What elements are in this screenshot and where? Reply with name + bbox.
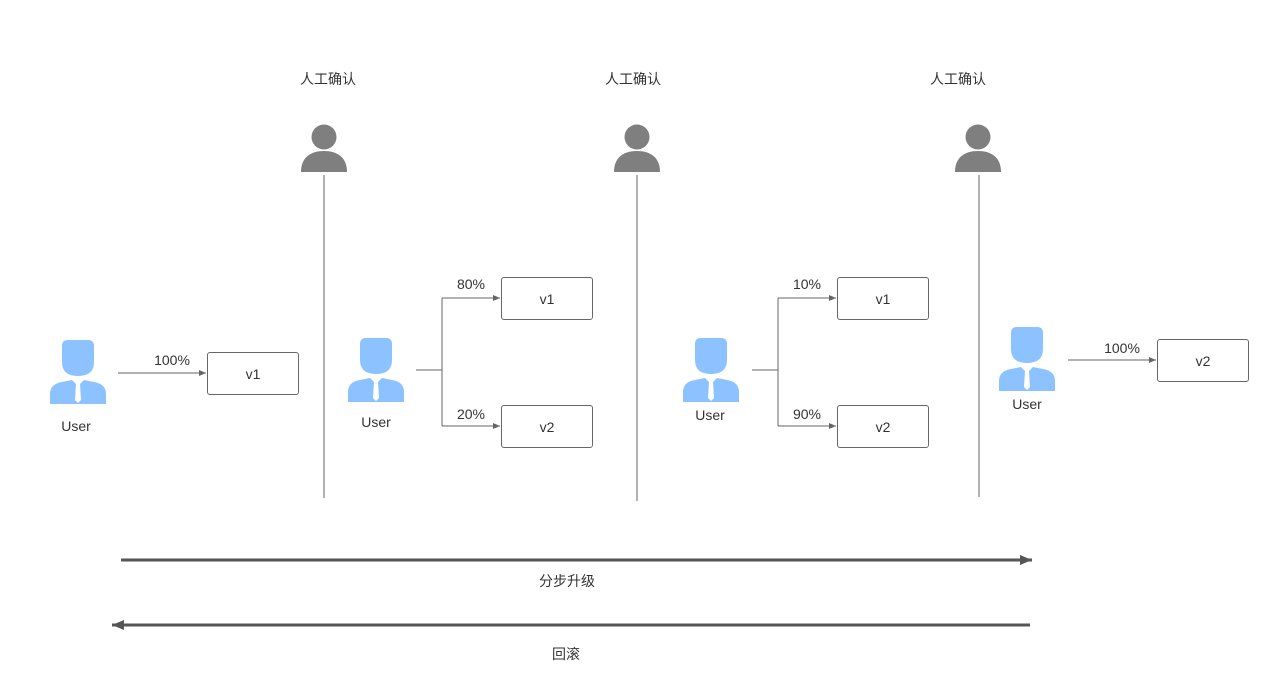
route-branch bbox=[752, 298, 779, 426]
approver-person-icon bbox=[301, 124, 347, 172]
user-icon bbox=[683, 338, 739, 402]
version-box: v2 bbox=[1157, 339, 1249, 382]
version-box: v1 bbox=[207, 352, 299, 395]
approval-title: 人工确认 bbox=[930, 71, 986, 87]
traffic-percent-label: 80% bbox=[456, 276, 486, 292]
user-icon bbox=[50, 340, 106, 404]
user-icon bbox=[348, 338, 404, 402]
route-branch bbox=[416, 298, 443, 426]
user-label: User bbox=[695, 407, 725, 423]
traffic-percent-label: 90% bbox=[792, 406, 822, 422]
approval-title: 人工确认 bbox=[300, 71, 356, 87]
approver-person-icon bbox=[955, 124, 1001, 172]
approver-person-icon bbox=[614, 124, 660, 172]
user-label: User bbox=[61, 418, 91, 434]
user-label: User bbox=[361, 414, 391, 430]
traffic-percent-label: 100% bbox=[154, 352, 190, 368]
version-box: v1 bbox=[837, 277, 929, 320]
version-box: v2 bbox=[501, 405, 593, 448]
approval-title: 人工确认 bbox=[605, 71, 661, 87]
version-box: v2 bbox=[837, 405, 929, 448]
upgrade-label: 分步升级 bbox=[539, 573, 595, 589]
version-box: v1 bbox=[501, 277, 593, 320]
traffic-percent-label: 10% bbox=[792, 276, 822, 292]
user-label: User bbox=[1012, 396, 1042, 412]
traffic-percent-label: 100% bbox=[1104, 340, 1140, 356]
user-icon bbox=[999, 327, 1055, 391]
traffic-percent-label: 20% bbox=[456, 406, 486, 422]
rollback-label: 回滚 bbox=[552, 646, 580, 662]
